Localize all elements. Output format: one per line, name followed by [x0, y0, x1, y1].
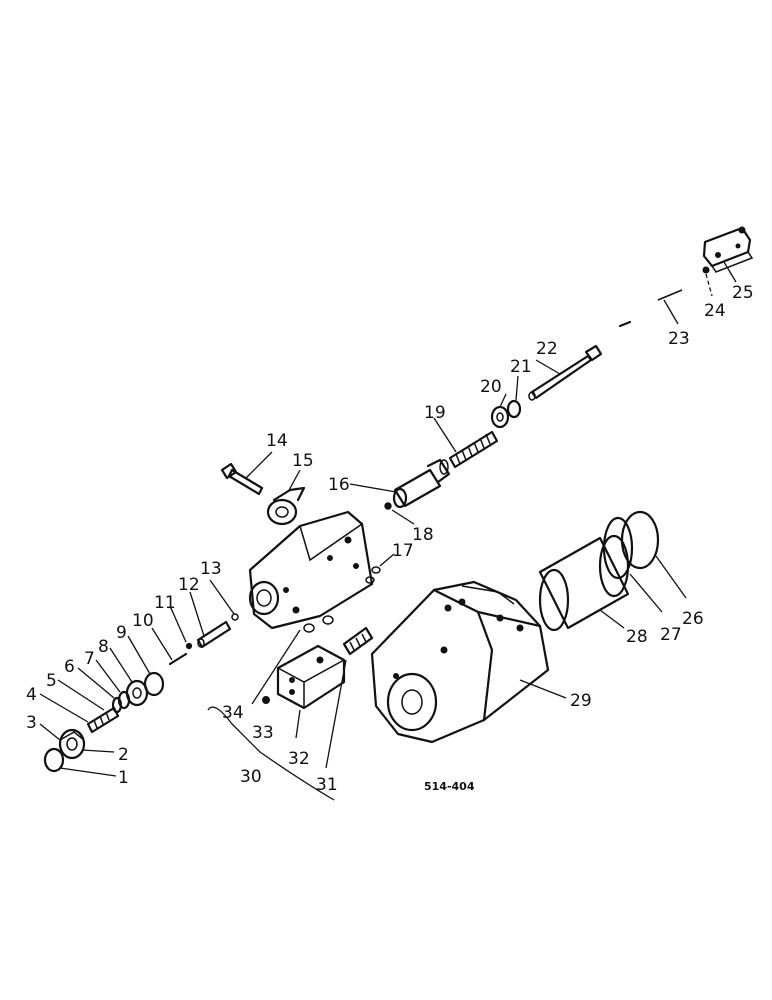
callout-29: 29 — [570, 691, 592, 711]
callout-10: 10 — [132, 611, 154, 631]
part-11-ball — [185, 642, 193, 650]
part-10-pin — [168, 652, 188, 666]
part-14-bolt — [220, 462, 264, 496]
callout-9: 9 — [116, 623, 127, 643]
callout-3: 3 — [26, 713, 37, 733]
callout-34: 34 — [222, 703, 244, 723]
part-28-piston — [538, 534, 630, 632]
callout-27: 27 — [660, 625, 682, 645]
callout-23: 23 — [668, 329, 690, 349]
part-20-nut — [490, 405, 510, 429]
callout-16: 16 — [328, 475, 350, 495]
callout-30: 30 — [240, 767, 262, 787]
callout-28: 28 — [626, 627, 648, 647]
callout-33: 33 — [252, 723, 274, 743]
callout-7: 7 — [84, 649, 95, 669]
callout-12: 12 — [178, 575, 200, 595]
part-18-ball — [384, 502, 392, 510]
part-13-oring — [231, 613, 239, 621]
part-23-rod — [618, 289, 683, 328]
part-27-seal — [602, 516, 634, 580]
callout-11: 11 — [154, 593, 176, 613]
callout-19: 19 — [424, 403, 446, 423]
part-30-group-bracket — [207, 706, 335, 801]
callout-18: 18 — [412, 525, 434, 545]
callout-32: 32 — [288, 749, 310, 769]
part-17-orings — [365, 566, 381, 584]
callout-15: 15 — [292, 451, 314, 471]
leader-lines — [39, 261, 737, 777]
part-29-cylinder-housing — [370, 580, 550, 744]
part-32-block — [276, 644, 346, 710]
callout-22: 22 — [536, 339, 558, 359]
callout-6: 6 — [64, 657, 75, 677]
valve-body — [248, 510, 374, 630]
callout-31: 31 — [316, 775, 338, 795]
part-16-spool — [392, 458, 451, 509]
part-4-5-spring — [86, 706, 120, 734]
callout-1: 1 — [118, 768, 129, 788]
part-1-snap-ring — [43, 747, 65, 773]
part-15-clamp — [266, 486, 306, 526]
part-24-ball — [702, 266, 710, 274]
part-25-bracket — [702, 226, 754, 273]
part-19-spring — [448, 430, 499, 469]
part-34-orings — [303, 615, 334, 633]
callout-2: 2 — [118, 745, 129, 765]
reference-code: 514-404 — [424, 780, 475, 793]
callout-21: 21 — [510, 357, 532, 377]
part-22-bolt — [528, 344, 603, 401]
callout-24: 24 — [704, 301, 726, 321]
part-3-cap — [58, 728, 86, 760]
part-21-washer — [506, 399, 522, 419]
callout-4: 4 — [26, 685, 37, 705]
part-33-ball — [262, 696, 270, 704]
callout-17: 17 — [392, 541, 414, 561]
callout-5: 5 — [46, 671, 57, 691]
part-12-pin — [196, 620, 232, 649]
part-31-spring — [342, 626, 374, 656]
callout-14: 14 — [266, 431, 288, 451]
callout-26: 26 — [682, 609, 704, 629]
callout-25: 25 — [732, 283, 754, 303]
callout-13: 13 — [200, 559, 222, 579]
callout-8: 8 — [98, 637, 109, 657]
part-26-ring — [620, 510, 660, 570]
callout-labels: 1 2 3 4 5 6 7 8 9 10 11 12 13 14 15 16 1… — [26, 283, 754, 795]
callout-20: 20 — [480, 377, 502, 397]
